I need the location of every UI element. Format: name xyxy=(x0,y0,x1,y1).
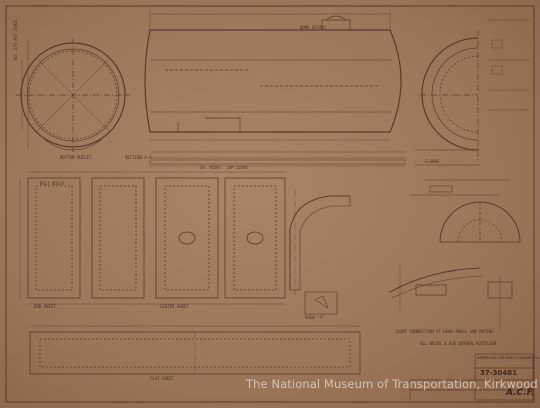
label-bottom-outlet: BOTTOM OUTLET xyxy=(60,155,92,160)
drawing-number: 37-30481 xyxy=(480,369,517,377)
flange-detail xyxy=(410,149,510,196)
label-flat-sheet: FLAT SHEET xyxy=(150,376,175,381)
label-end-sheet: END SHEET xyxy=(34,304,56,309)
sheet-border xyxy=(5,5,535,403)
title-block xyxy=(409,353,534,401)
sheet-panels xyxy=(19,171,286,305)
bottom-flat-sheet xyxy=(29,325,361,375)
acf-logo: A.C.F. xyxy=(506,388,535,398)
joint-connection-detail xyxy=(389,265,513,330)
label-bolt-holes: BOLT HOLES xyxy=(40,181,65,186)
label-center-sheet: CENTER SHEET xyxy=(160,304,189,309)
tank-head-right-view xyxy=(420,30,479,160)
semicircle-detail xyxy=(439,201,521,243)
label-head-joint: JOINT CONNECTION AT HEAD ANGLE AND MATIN… xyxy=(395,329,494,334)
top-left-drawing-number: NO. 270 ACF-33821 xyxy=(13,19,18,60)
label-flange: FLANGE xyxy=(425,159,440,164)
company-name: AMERICAN CAR AND FOUNDRY CO. xyxy=(477,356,540,360)
tank-head-left-view xyxy=(16,38,130,152)
label-section-aa: SECTION A-A xyxy=(125,155,152,160)
label-all-welds: ALL WELDS & USE OXYGEN ACETYLENE xyxy=(420,341,498,346)
curved-strap-detail xyxy=(289,190,351,300)
tank-side-view xyxy=(144,10,406,167)
small-detail-box xyxy=(304,291,338,315)
label-dome-detail: DOME DETAIL xyxy=(300,25,327,30)
notes-lines xyxy=(488,19,530,111)
label-rivet-lap: SH. RIVET. LAP JOINT xyxy=(200,165,249,170)
label-view-a: VIEW "A" xyxy=(305,315,325,320)
museum-watermark: The National Museum of Transportation, K… xyxy=(246,377,540,391)
